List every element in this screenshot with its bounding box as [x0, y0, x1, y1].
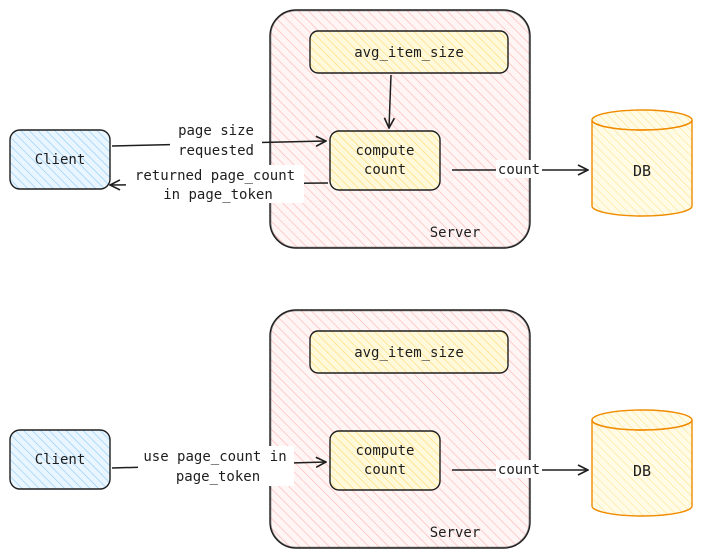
request-label-line2: requested: [178, 143, 254, 159]
compute-label-line1: compute: [355, 443, 414, 459]
compute-label-line1: compute: [355, 143, 414, 159]
db-label: DB: [633, 162, 651, 180]
avg-item-size-label: avg_item_size: [354, 345, 464, 361]
compute-label-line2: count: [364, 462, 406, 478]
count-label: count: [498, 162, 540, 178]
client-box: Client: [9, 129, 111, 190]
client-label: Client: [35, 452, 86, 468]
avg-item-size-label: avg_item_size: [354, 45, 464, 61]
avg-to-compute-arrow: [389, 74, 391, 128]
compute-count-box: compute count: [329, 130, 441, 191]
diagram-2: Server avg_item_size compute count Clien…: [9, 309, 693, 549]
client-box: Client: [9, 429, 111, 490]
avg-item-size-box: avg_item_size: [309, 330, 509, 374]
request-label-bg: [138, 446, 294, 486]
client-label: Client: [35, 152, 86, 168]
request-label-line1: page size: [178, 123, 254, 139]
response-label-line1: returned page_count: [135, 168, 295, 184]
server-label: Server: [430, 525, 481, 541]
response-label-bg: [126, 165, 304, 203]
response-label-line2: in page_token: [163, 187, 273, 203]
count-label-bg: [496, 460, 542, 478]
diagram-1: Server avg_item_size compute count Clien…: [9, 9, 693, 249]
compute-label-line2: count: [364, 162, 406, 178]
db-cylinder: DB: [591, 409, 693, 517]
db-label: DB: [633, 462, 651, 480]
avg-item-size-box: avg_item_size: [309, 30, 509, 74]
compute-count-box: compute count: [329, 430, 441, 491]
server-label: Server: [430, 225, 481, 241]
count-label: count: [498, 462, 540, 478]
request-label-bg: [170, 121, 262, 159]
request-label-line2: page_token: [176, 469, 260, 485]
db-cylinder: DB: [591, 109, 693, 217]
count-label-bg: [496, 160, 542, 178]
request-label-line1: use page_count in: [143, 449, 286, 465]
